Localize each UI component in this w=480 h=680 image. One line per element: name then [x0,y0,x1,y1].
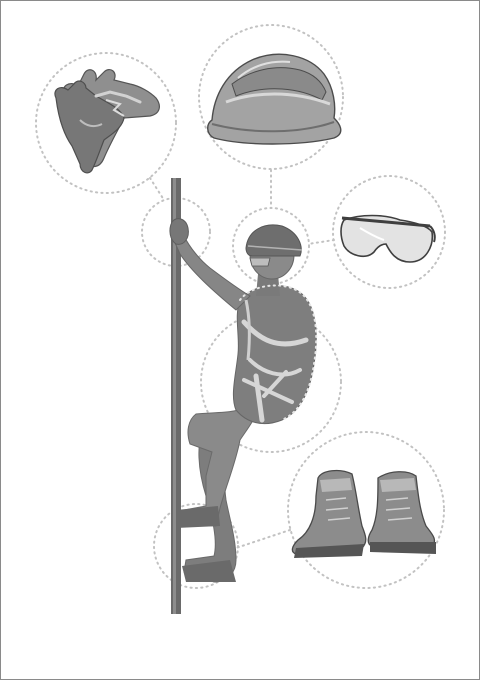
boot-left-collar [320,478,352,492]
safety-glasses-illustration [341,216,435,263]
boot-right-collar [380,478,416,492]
climber-helmet [246,225,301,256]
gloves-connector [150,178,164,200]
boots-illustration [292,471,436,558]
hard-hat-illustration [208,54,341,144]
climber-gloved-hand [170,219,188,245]
climber-upper-leg [180,404,258,526]
climber-glasses [250,258,270,266]
climber-upper-boot [176,506,220,528]
boot-right-sole [370,542,436,554]
climber-figure [170,219,316,582]
glasses-connector [308,240,334,244]
gloves-illustration [55,70,159,173]
boots-connector [236,530,290,548]
